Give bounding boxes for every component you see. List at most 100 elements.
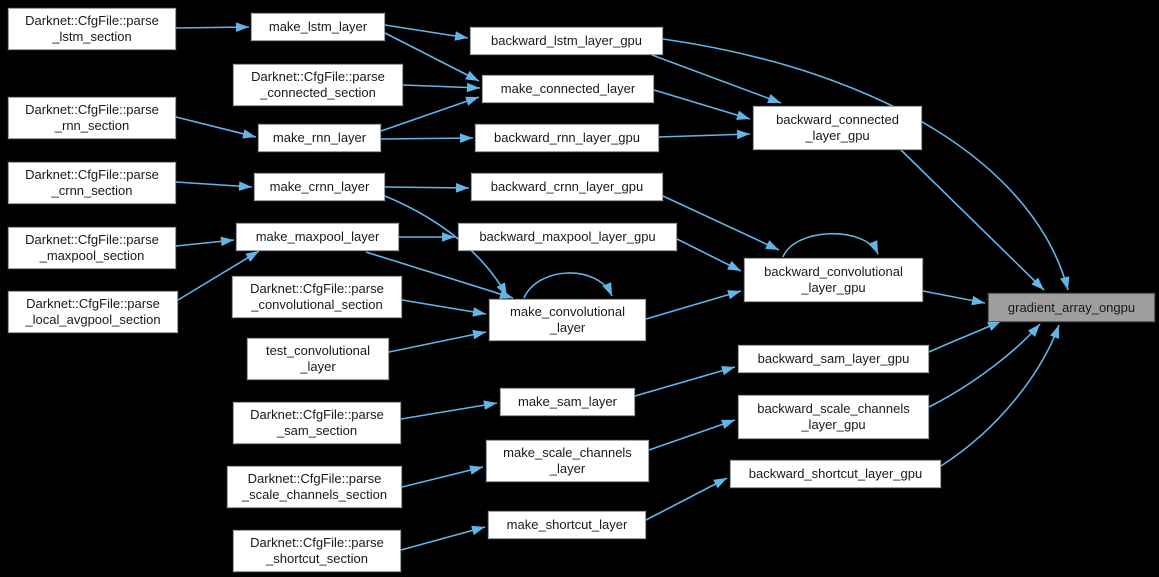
node-backward_maxpool_layer_gpu[interactable]: backward_maxpool_layer_gpu: [458, 223, 677, 251]
arrowhead-icon: [971, 295, 985, 306]
arrowhead-icon: [767, 93, 781, 103]
edge-parse_sam_section-to-make_sam_layer: [400, 400, 498, 420]
node-make_crnn_layer[interactable]: make_crnn_layer: [254, 173, 385, 201]
node-backward_crnn_layer_gpu[interactable]: backward_crnn_layer_gpu: [471, 173, 663, 201]
node-make_rnn_layer[interactable]: make_rnn_layer: [258, 124, 381, 152]
node-backward_lstm_layer_gpu[interactable]: backward_lstm_layer_gpu: [470, 27, 663, 55]
node-gradient_array_ongpu: gradient_array_ongpu: [988, 293, 1155, 322]
node-label-line: Darknet::CfgFile::parse: [251, 69, 385, 84]
node-backward_scale_channels_layer_gpu[interactable]: backward_scale_channels_layer_gpu: [738, 395, 929, 439]
node-label-line: make_scale_channels: [503, 445, 632, 460]
node-backward_connected_layer_gpu[interactable]: backward_connected_layer_gpu: [753, 106, 922, 150]
edge-test_convolutional_layer-to-make_convolutional_layer: [388, 329, 487, 353]
node-make_maxpool_layer[interactable]: make_maxpool_layer: [236, 223, 399, 251]
node-label-line: backward_sam_layer_gpu: [757, 351, 910, 366]
arrowhead-icon: [471, 525, 485, 536]
node-label-line: Darknet::CfgFile::parse: [250, 535, 384, 550]
edge-parse_convolutional_section-to-make_convolutional_layer: [401, 299, 487, 317]
node-parse_local_avgpool_section[interactable]: Darknet::CfgFile::parse_local_avgpool_se…: [8, 291, 178, 333]
edge-make_connected_layer-to-backward_connected_layer_gpu: [653, 89, 751, 120]
arrowhead-icon: [220, 236, 234, 247]
edge-backward_convolutional_layer_gpu-to-backward_convolutional_layer_gpu: [782, 232, 879, 258]
node-label-line: gradient_array_ongpu: [1007, 299, 1136, 315]
arrowhead-icon: [459, 133, 473, 143]
arrowhead-icon: [721, 366, 735, 376]
node-parse_scale_channels_section[interactable]: Darknet::CfgFile::parse_scale_channels_s…: [227, 466, 402, 508]
arrowhead-icon: [868, 240, 878, 254]
node-parse_lstm_section[interactable]: Darknet::CfgFile::parse_lstm_section: [8, 8, 176, 50]
arrowhead-icon: [1050, 325, 1060, 339]
arrowhead-icon: [483, 400, 497, 410]
arrowhead-icon: [713, 478, 727, 489]
node-label-line: Darknet::CfgFile::parse: [25, 232, 159, 247]
edge-make_rnn_layer-to-backward_rnn_layer_gpu: [380, 133, 474, 143]
arrowhead-icon: [465, 96, 479, 106]
node-parse_shortcut_section[interactable]: Darknet::CfgFile::parse_shortcut_section: [233, 530, 401, 572]
node-label-line: backward_scale_channels: [757, 401, 910, 416]
arrowhead-icon: [1060, 276, 1070, 290]
node-label-line: Darknet::CfgFile::parse: [25, 13, 159, 28]
edge-backward_lstm_layer_gpu-to-backward_connected_layer_gpu: [651, 54, 782, 104]
edge-backward_convolutional_layer_gpu-to-gradient_array_ongpu: [922, 290, 986, 306]
edge-make_maxpool_layer-to-make_convolutional_layer: [365, 251, 514, 299]
edge-make_shortcut_layer-to-backward_shortcut_layer_gpu: [645, 477, 728, 521]
edge-make_sam_layer-to-backward_sam_layer_gpu: [634, 366, 736, 397]
arrowhead-icon: [499, 289, 513, 299]
node-label-line: make_rnn_layer: [272, 130, 367, 145]
node-backward_rnn_layer_gpu[interactable]: backward_rnn_layer_gpu: [475, 124, 659, 152]
node-parse_maxpool_section[interactable]: Darknet::CfgFile::parse_maxpool_section: [8, 227, 176, 269]
edge-make_convolutional_layer-to-make_convolutional_layer: [523, 272, 613, 299]
node-label-line: _connected_section: [260, 85, 376, 100]
node-label-line: _rnn_section: [54, 118, 130, 133]
arrowhead-icon: [454, 31, 468, 41]
edge-parse_shortcut_section-to-make_shortcut_layer: [400, 525, 486, 551]
edge-parse_connected_section-to-make_connected_layer: [402, 82, 481, 93]
node-backward_convolutional_layer_gpu[interactable]: backward_convolutional_layer_gpu: [744, 258, 923, 302]
node-make_convolutional_layer[interactable]: make_convolutional_layer: [489, 299, 646, 341]
node-label-line: _sam_section: [276, 423, 358, 438]
edge-parse_local_avgpool_section-to-make_maxpool_layer: [177, 250, 260, 301]
node-make_sam_layer[interactable]: make_sam_layer: [500, 388, 635, 416]
node-label-line: test_convolutional: [265, 343, 371, 358]
arrowhead-icon: [472, 307, 486, 317]
edge-parse_scale_channels_section-to-make_scale_channels_layer: [401, 465, 484, 488]
node-parse_rnn_section[interactable]: Darknet::CfgFile::parse_rnn_section: [8, 97, 176, 139]
node-parse_convolutional_section[interactable]: Darknet::CfgFile::parse_convolutional_se…: [232, 276, 402, 318]
node-make_scale_channels_layer[interactable]: make_scale_channels_layer: [486, 440, 649, 482]
edge-backward_shortcut_layer_gpu-to-gradient_array_ongpu: [940, 324, 1060, 467]
node-label-line: make_connected_layer: [500, 81, 636, 96]
arrowhead-icon: [727, 290, 741, 300]
node-label-line: backward_lstm_layer_gpu: [490, 33, 643, 48]
arrowhead-icon: [765, 240, 779, 250]
node-label-line: backward_convolutional: [764, 264, 903, 279]
arrowhead-icon: [721, 419, 735, 429]
node-make_connected_layer[interactable]: make_connected_layer: [482, 75, 654, 103]
node-label-line: _scale_channels_section: [241, 487, 388, 502]
node-label-line: _layer: [549, 461, 586, 476]
arrowhead-icon: [736, 110, 750, 120]
node-parse_connected_section[interactable]: Darknet::CfgFile::parse_connected_sectio…: [233, 64, 403, 106]
node-make_lstm_layer[interactable]: make_lstm_layer: [251, 13, 385, 41]
edge-make_convolutional_layer-to-backward_convolutional_layer_gpu: [645, 290, 742, 320]
node-make_shortcut_layer[interactable]: make_shortcut_layer: [488, 511, 646, 539]
node-label-line: backward_shortcut_layer_gpu: [748, 466, 923, 481]
node-label-line: make_sam_layer: [518, 394, 617, 409]
arrowhead-icon: [1031, 277, 1044, 290]
node-parse_crnn_section[interactable]: Darknet::CfgFile::parse_crnn_section: [8, 162, 176, 204]
node-label-line: Darknet::CfgFile::parse: [26, 296, 160, 311]
node-parse_sam_section[interactable]: Darknet::CfgFile::parse_sam_section: [233, 402, 401, 444]
edge-make_crnn_layer-to-backward_crnn_layer_gpu: [384, 183, 470, 193]
arrowhead-icon: [1027, 324, 1040, 337]
arrowhead-icon: [245, 251, 259, 262]
node-backward_shortcut_layer_gpu[interactable]: backward_shortcut_layer_gpu: [730, 460, 941, 488]
node-backward_sam_layer_gpu[interactable]: backward_sam_layer_gpu: [738, 345, 929, 373]
edge-make_lstm_layer-to-backward_lstm_layer_gpu: [384, 24, 469, 41]
node-label-line: make_maxpool_layer: [255, 229, 380, 244]
arrowhead-icon: [727, 260, 741, 271]
edge-backward_lstm_layer_gpu-to-gradient_array_ongpu: [662, 38, 1070, 291]
edge-make_maxpool_layer-to-backward_maxpool_layer_gpu: [399, 232, 455, 242]
edge-backward_sam_layer_gpu-to-gradient_array_ongpu: [928, 320, 1002, 353]
node-test_convolutional_layer[interactable]: test_convolutional_layer: [247, 338, 389, 380]
node-label-line: Darknet::CfgFile::parse: [250, 407, 384, 422]
